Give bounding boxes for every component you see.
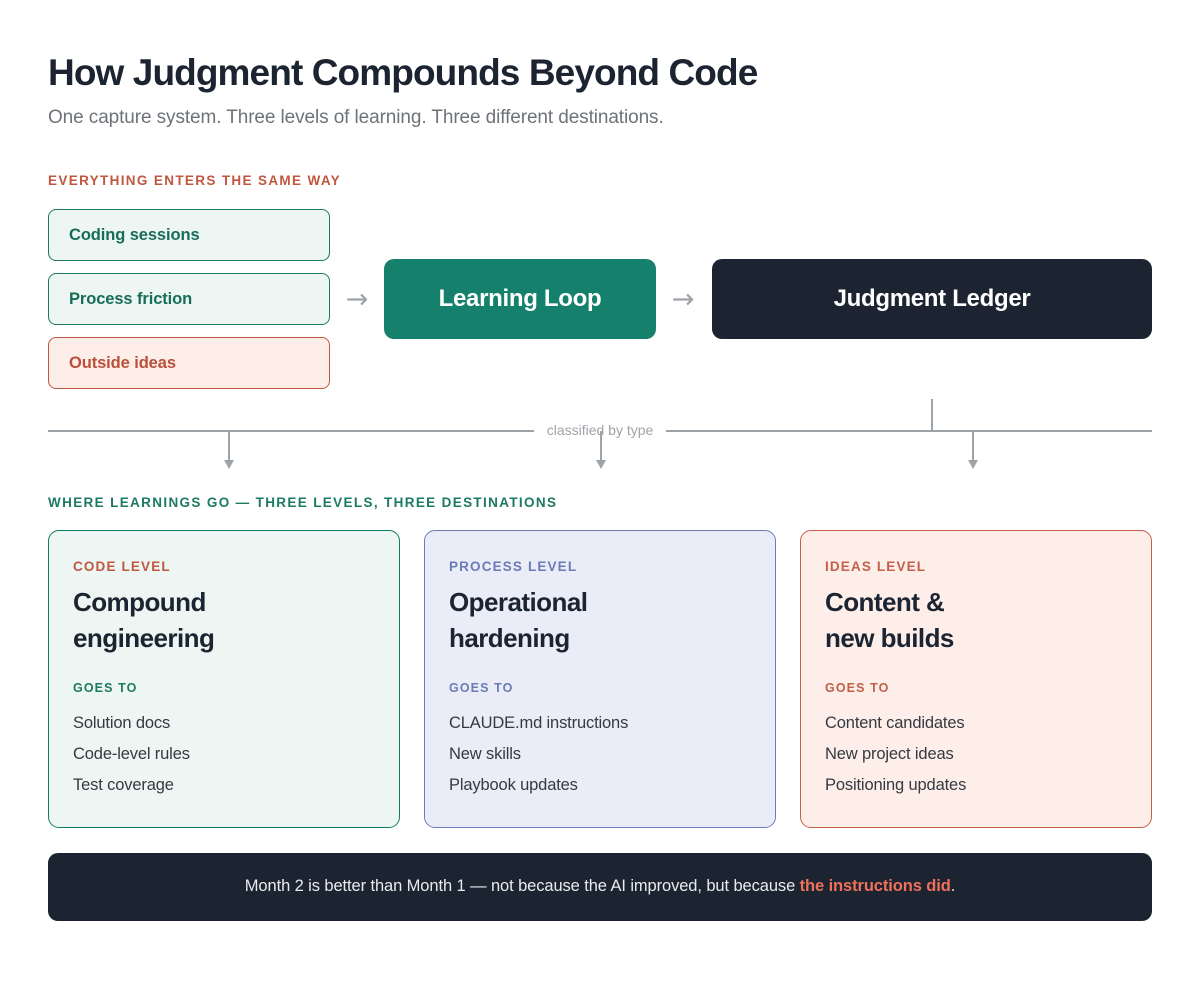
classifier-connector: classified by type bbox=[48, 399, 1153, 483]
footer-text: Month 2 is better than Month 1 — not bec… bbox=[244, 877, 956, 896]
node-label: Judgment Ledger bbox=[833, 285, 1031, 313]
card-kicker: CODE LEVEL bbox=[73, 559, 171, 575]
connector-segment-right bbox=[666, 430, 1153, 433]
intake-source-list: Coding sessions Process friction Outside… bbox=[48, 209, 330, 390]
intake-pill-coding-sessions[interactable]: Coding sessions bbox=[48, 209, 330, 262]
destination-card-grid: CODE LEVEL Compound engineering GOES TO … bbox=[48, 530, 1152, 828]
intake-flow-row: Coding sessions Process friction Outside… bbox=[48, 209, 1152, 390]
footer-text-after: . bbox=[950, 877, 956, 896]
list-item: New project ideas bbox=[825, 745, 954, 764]
intake-section: EVERYTHING ENTERS THE SAME WAY Coding se… bbox=[48, 173, 1152, 390]
card-destination-list: Content candidates New project ideas Pos… bbox=[825, 708, 1127, 801]
list-item: Positioning updates bbox=[825, 775, 967, 794]
list-item: Playbook updates bbox=[449, 775, 578, 794]
destinations-section-label: WHERE LEARNINGS GO — THREE LEVELS, THREE… bbox=[48, 495, 558, 511]
list-item: Test coverage bbox=[73, 775, 174, 794]
card-goes-to-label: GOES TO bbox=[449, 681, 514, 696]
destinations-section: WHERE LEARNINGS GO — THREE LEVELS, THREE… bbox=[48, 495, 1152, 828]
card-title: Compound engineering bbox=[73, 587, 215, 654]
footer-banner: Month 2 is better than Month 1 — not bec… bbox=[48, 852, 1152, 921]
arrow-right-icon-2: → bbox=[671, 283, 695, 315]
page-title: How Judgment Compounds Beyond Code bbox=[48, 52, 758, 93]
node-judgment-ledger[interactable]: Judgment Ledger bbox=[712, 259, 1152, 340]
page-header: How Judgment Compounds Beyond Code One c… bbox=[48, 0, 1152, 129]
card-destination-list: Solution docs Code-level rules Test cove… bbox=[73, 708, 375, 801]
destination-card-ideas-level[interactable]: IDEAS LEVEL Content & new builds GOES TO… bbox=[800, 530, 1152, 828]
connector-horizontal-line: classified by type bbox=[48, 422, 1153, 439]
intake-pill-process-friction[interactable]: Process friction bbox=[48, 273, 330, 326]
node-label: Learning Loop bbox=[438, 285, 602, 313]
connector-arrow-down-icon-1 bbox=[224, 431, 233, 470]
connector-arrow-down-icon-3 bbox=[968, 431, 977, 470]
list-item: Solution docs bbox=[73, 714, 171, 733]
footer-text-before: Month 2 is better than Month 1 — not bec… bbox=[244, 877, 800, 896]
intake-pill-label: Coding sessions bbox=[69, 225, 200, 244]
intake-section-label: EVERYTHING ENTERS THE SAME WAY bbox=[48, 173, 342, 189]
destination-card-process-level[interactable]: PROCESS LEVEL Operational hardening GOES… bbox=[424, 530, 776, 828]
list-item: CLAUDE.md instructions bbox=[449, 714, 629, 733]
connector-segment-left bbox=[48, 430, 534, 433]
connector-arrow-down-icon-2 bbox=[596, 431, 605, 470]
connector-label: classified by type bbox=[533, 422, 667, 439]
card-goes-to-label: GOES TO bbox=[73, 681, 138, 696]
destination-card-code-level[interactable]: CODE LEVEL Compound engineering GOES TO … bbox=[48, 530, 400, 828]
list-item: Code-level rules bbox=[73, 745, 190, 764]
card-title: Content & new builds bbox=[825, 587, 954, 654]
intake-pill-outside-ideas[interactable]: Outside ideas bbox=[48, 337, 330, 390]
list-item: New skills bbox=[449, 745, 521, 764]
arrow-right-icon-1: → bbox=[345, 283, 369, 315]
card-destination-list: CLAUDE.md instructions New skills Playbo… bbox=[449, 708, 751, 801]
card-kicker: PROCESS LEVEL bbox=[449, 559, 578, 575]
node-learning-loop[interactable]: Learning Loop bbox=[384, 259, 656, 340]
connector-stem-from-ledger bbox=[931, 399, 933, 431]
intake-pill-label: Outside ideas bbox=[69, 353, 176, 372]
intake-pill-label: Process friction bbox=[69, 289, 193, 308]
footer-highlight: the instructions did bbox=[799, 877, 951, 896]
page-subtitle: One capture system. Three levels of lear… bbox=[48, 107, 664, 129]
card-title: Operational hardening bbox=[449, 587, 588, 654]
card-goes-to-label: GOES TO bbox=[825, 681, 890, 696]
card-kicker: IDEAS LEVEL bbox=[825, 559, 927, 575]
list-item: Content candidates bbox=[825, 714, 965, 733]
